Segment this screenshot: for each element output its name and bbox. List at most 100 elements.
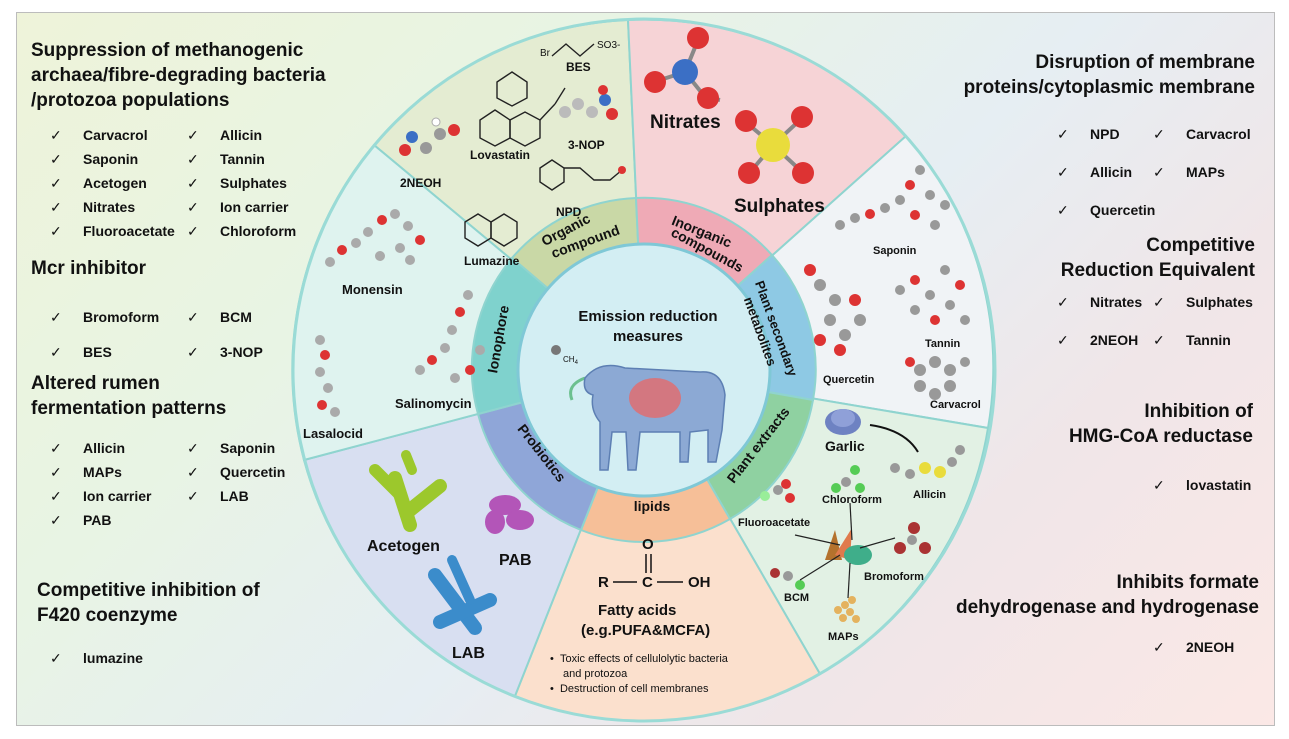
pab-icon bbox=[485, 495, 534, 534]
list-item: Allicin bbox=[220, 127, 263, 143]
label-lab: LAB bbox=[452, 645, 485, 662]
heading-hmg-coa: Inhibition of HMG-CoA reductase bbox=[1069, 399, 1253, 449]
list-item: 2NEOH bbox=[1090, 332, 1139, 348]
check-icon: ✓ bbox=[50, 488, 62, 504]
check-icon: ✓ bbox=[50, 464, 62, 480]
check-icon: ✓ bbox=[1057, 294, 1069, 310]
check-icon: ✓ bbox=[1153, 164, 1165, 180]
list-item: MAPs bbox=[83, 464, 122, 480]
list-item: 3-NOP bbox=[220, 344, 263, 360]
label-so3: SO3- bbox=[597, 40, 621, 51]
check-icon: ✓ bbox=[187, 175, 199, 191]
heading-line: Inhibits formate bbox=[1116, 572, 1259, 593]
quercetin-molecule-icon bbox=[804, 264, 866, 356]
bullet-text: Destruction of cell membranes bbox=[559, 683, 709, 695]
rumen-icon bbox=[629, 378, 681, 418]
extract-arrows-icon bbox=[794, 502, 896, 599]
heading-line: Disruption of membrane bbox=[1035, 52, 1255, 73]
formula-r: R bbox=[598, 574, 609, 591]
lovastatin-molecule-icon bbox=[479, 71, 566, 147]
check-icon: ✓ bbox=[50, 512, 62, 528]
label-fluoroacetate: Fluoroacetate bbox=[738, 517, 811, 529]
wheel-outer-ring bbox=[291, 17, 997, 723]
list-item: Quercetin bbox=[220, 464, 286, 480]
list-item: Allicin bbox=[83, 440, 126, 456]
nitrate-molecule-icon bbox=[644, 27, 721, 109]
label-acetogen: Acetogen bbox=[367, 538, 440, 555]
heading-line: dehydrogenase and hydrogenase bbox=[955, 597, 1259, 618]
check-icon: ✓ bbox=[1153, 332, 1165, 348]
check-icon: ✓ bbox=[1153, 477, 1165, 493]
maps-icon bbox=[834, 596, 860, 623]
formula-oh: OH bbox=[688, 574, 711, 591]
saponin-molecule-icon bbox=[835, 165, 950, 230]
lumazine-molecule-icon bbox=[464, 213, 518, 247]
list-item: Tannin bbox=[220, 151, 265, 167]
check-icon: ✓ bbox=[1057, 202, 1069, 218]
nop-molecule-icon bbox=[559, 85, 618, 120]
check-icon: ✓ bbox=[187, 440, 199, 456]
label-salinomycin: Salinomycin bbox=[395, 396, 472, 411]
lipids-bullet-cont: and protozoa bbox=[563, 668, 628, 680]
list-item: Fluoroacetate bbox=[83, 223, 175, 239]
label-fatty-acid-example: (e.g.PUFA&MCFA) bbox=[581, 622, 711, 639]
heading-line: archaea/fibre-degrading bacteria bbox=[31, 65, 326, 86]
label-fatty-acids: Fatty acids bbox=[598, 602, 677, 619]
list-item: Chloroform bbox=[220, 223, 297, 239]
sulphate-molecule-icon bbox=[735, 106, 814, 184]
label-allicin: Allicin bbox=[913, 489, 947, 501]
label-maps: MAPs bbox=[828, 631, 859, 643]
label-3nop: 3-NOP bbox=[568, 138, 605, 152]
emission-arrow-icon bbox=[569, 376, 586, 401]
label-lasalocid: Lasalocid bbox=[303, 426, 363, 441]
label-bcm: BCM bbox=[784, 592, 810, 604]
label-br: Br bbox=[540, 48, 550, 59]
formula-c: C bbox=[642, 574, 653, 591]
twoneoh-molecule-icon bbox=[399, 117, 460, 156]
center-title-line2: measures bbox=[613, 328, 683, 345]
list-item: Bromoform bbox=[83, 309, 160, 325]
list-item: lumazine bbox=[83, 650, 143, 666]
label-npd: NPD bbox=[556, 205, 582, 219]
lab-icon bbox=[428, 555, 497, 635]
check-icon: ✓ bbox=[1153, 126, 1165, 142]
list-item: 2NEOH bbox=[1186, 639, 1235, 655]
check-icon: ✓ bbox=[50, 440, 62, 456]
list-item: LAB bbox=[220, 488, 249, 504]
label-nitrates: Nitrates bbox=[650, 112, 721, 133]
list-item: Quercetin bbox=[1090, 202, 1156, 218]
salinomycin-molecule-icon bbox=[415, 290, 485, 383]
tannin-molecule-icon bbox=[895, 265, 970, 325]
label-lumazine: Lumazine bbox=[464, 254, 520, 268]
carvacrol-molecule-icon bbox=[905, 356, 970, 400]
check-icon: ✓ bbox=[50, 151, 62, 167]
bes-molecule-icon bbox=[551, 43, 595, 57]
heading-suppression: Suppression of methanogenic archaea/fibr… bbox=[31, 38, 326, 113]
list-item: Nitrates bbox=[1090, 294, 1143, 310]
label-chloroform: Chloroform bbox=[822, 494, 882, 506]
check-icon: ✓ bbox=[187, 223, 199, 239]
heading-line: fermentation patterns bbox=[31, 398, 227, 419]
heading-line: proteins/cytoplasmic membrane bbox=[963, 77, 1255, 98]
heading-reduction-equivalent: Competitive Reduction Equivalent bbox=[1061, 233, 1255, 283]
bullet-text: Toxic effects of cellulolytic bacteria bbox=[559, 653, 728, 665]
check-icon: ✓ bbox=[50, 199, 62, 215]
label-sulphates: Sulphates bbox=[734, 196, 825, 217]
cow-icon bbox=[583, 364, 726, 471]
check-icon: ✓ bbox=[1057, 332, 1069, 348]
heading-line: Reduction Equivalent bbox=[1060, 260, 1255, 281]
check-icon: ✓ bbox=[50, 309, 62, 325]
bromoform-molecule-icon bbox=[894, 522, 931, 554]
monensin-molecule-icon bbox=[325, 209, 425, 267]
check-icon: ✓ bbox=[187, 199, 199, 215]
fatty-acid-formula: O R C OH bbox=[598, 536, 711, 591]
check-icon: ✓ bbox=[187, 309, 199, 325]
check-icon: ✓ bbox=[187, 151, 199, 167]
label-quercetin: Quercetin bbox=[823, 374, 875, 386]
seaweed-icon bbox=[825, 528, 872, 565]
label-garlic: Garlic bbox=[825, 438, 865, 454]
label-2neoh: 2NEOH bbox=[400, 176, 442, 190]
heading-line: Altered rumen bbox=[31, 373, 160, 394]
heading-line: Competitive bbox=[1146, 235, 1255, 256]
